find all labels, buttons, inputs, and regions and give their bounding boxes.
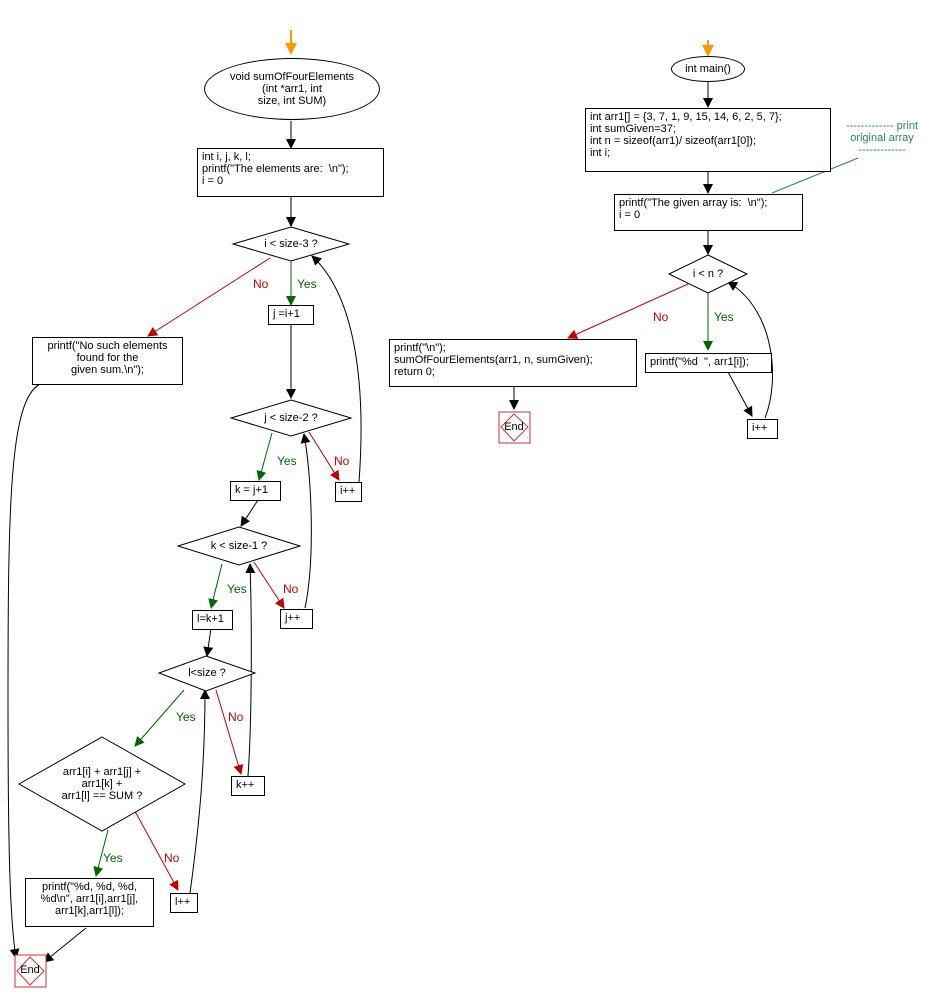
left-decision-l-shape — [157, 655, 257, 692]
left-end-terminal — [14, 954, 47, 988]
left-decision-j-shape — [229, 399, 353, 437]
left-assign-l-box: l=k+1 — [192, 610, 233, 630]
left-decision-k-text: k < size-1 ? — [210, 540, 268, 552]
left-inc-l-box: l++ — [170, 893, 198, 913]
left-decision-i-text: i < size-3 ? — [264, 238, 318, 250]
right-end-terminal — [498, 411, 531, 444]
right-final-box: printf("\n"); sumOfFourElements(arr1, n,… — [389, 339, 637, 387]
right-decision-i-shape — [667, 254, 749, 294]
left-assign-j-box: j =i+1 — [268, 305, 314, 325]
left-decision-j-text: j < size-2 ? — [264, 412, 318, 424]
left-cond-k-no-label: No — [283, 582, 299, 596]
left-end-label: End — [20, 964, 40, 976]
left-print-box: printf("%d, %d, %d, %d\n", arr1[i],arr1[… — [25, 878, 154, 927]
left-inc-k-box: k++ — [231, 776, 265, 796]
left-start-oval: void sumOfFourElements (int *arr1, int s… — [204, 58, 380, 120]
right-inc-i-box: i++ — [747, 419, 778, 439]
left-cond-l-no-label: No — [228, 710, 244, 724]
right-comment-note: ------------- print original array -----… — [845, 120, 919, 156]
left-cond-sum-no-label: No — [164, 851, 180, 865]
right-start-oval: int main() — [671, 56, 745, 82]
right-init-box: int arr1[] = {3, 7, 1, 9, 15, 14, 6, 2, … — [585, 108, 831, 172]
left-assign-k-box: k = j+1 — [230, 481, 281, 501]
left-cond-j-yes-label: Yes — [277, 454, 297, 468]
left-decision-k-shape — [176, 526, 302, 566]
left-cond-l-yes-label: Yes — [176, 710, 196, 724]
left-connectors — [7, 30, 362, 963]
left-cond-j-no-label: No — [334, 454, 350, 468]
left-cond-sum-yes-label: Yes — [103, 851, 123, 865]
right-print-elem-box: printf("%d ", arr1[i]); — [645, 353, 772, 373]
left-decision-i-shape — [231, 226, 351, 262]
left-inc-j-box: j++ — [280, 609, 313, 629]
left-decision-sum-text: arr1[i] + arr1[j] + arr1[k] + arr1[l] ==… — [61, 766, 143, 802]
left-init-box: int i, j, k, l; printf("The elements are… — [197, 148, 384, 197]
left-not-found-box: printf("No such elements found for the g… — [32, 337, 183, 385]
left-inc-i-box: i++ — [335, 482, 362, 502]
right-print-given-box: printf("The given array is: \n"); i = 0 — [614, 194, 803, 231]
left-cond-k-yes-label: Yes — [227, 582, 247, 596]
right-connectors — [509, 40, 859, 419]
left-cond-i-yes-label: Yes — [297, 277, 317, 291]
left-decision-l-text: l<size ? — [188, 667, 226, 679]
left-decision-sum-shape — [17, 736, 187, 832]
right-cond-i-no-label: No — [653, 310, 669, 324]
right-cond-i-yes-label: Yes — [714, 310, 734, 324]
right-end-label: End — [504, 421, 524, 433]
right-decision-i-text: i < n ? — [692, 268, 724, 280]
left-cond-i-no-label: No — [253, 277, 269, 291]
